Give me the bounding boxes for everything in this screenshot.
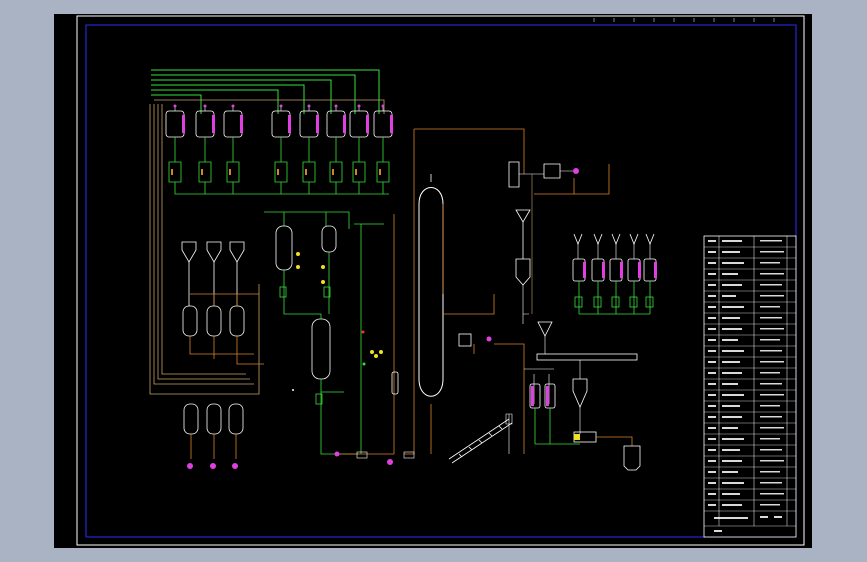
side-equipment (334, 333, 492, 465)
pump-icon (573, 168, 579, 174)
frame-ticks (593, 18, 775, 22)
tank-icon (195, 104, 215, 138)
lower-right-unit (505, 360, 641, 471)
storage-links (189, 293, 264, 459)
pump-icon (232, 463, 238, 469)
title-block (703, 235, 797, 538)
tank-icon (326, 104, 346, 138)
pump-icon (187, 463, 193, 469)
process-flow-diagram (76, 15, 805, 546)
hopper-icon (515, 209, 531, 223)
tank-icon (228, 403, 244, 435)
tank-icon (223, 104, 243, 138)
inner-border (85, 24, 797, 538)
column-lines (334, 128, 525, 455)
tank-icon (271, 104, 291, 138)
outer-frame (76, 15, 805, 546)
filter-row (168, 137, 390, 195)
drawing-sheet (54, 14, 812, 548)
reactor-row-top (165, 104, 393, 138)
tank-icon (349, 104, 369, 138)
distillation-column-icon (418, 174, 444, 397)
screw-conveyor (448, 418, 513, 464)
storage-left (181, 241, 245, 435)
tank-icon (373, 104, 393, 138)
tank-icon (206, 403, 222, 435)
tank-icon (206, 305, 222, 337)
column-green (354, 223, 384, 454)
pump-icon (210, 463, 216, 469)
filter-markers (171, 169, 381, 175)
pump-icon (334, 451, 340, 457)
instrument-markers (292, 330, 366, 391)
hopper-icon (229, 241, 245, 263)
hopper-icon (206, 241, 222, 263)
right-reactor-bank (572, 233, 657, 315)
hopper-icon (572, 378, 588, 408)
pump-icon (387, 459, 393, 465)
bottom-pumps-left (187, 463, 238, 469)
tank-icon (299, 104, 319, 138)
tank-icon (182, 305, 198, 337)
middle-reactors (264, 211, 359, 455)
green-feed-lines (151, 69, 380, 114)
tank-icon (275, 225, 293, 271)
tan-feed-lines (149, 99, 385, 395)
pump-icon (486, 336, 492, 342)
tank-icon (229, 305, 245, 337)
hopper-icon (537, 321, 553, 337)
hopper-icon (181, 241, 197, 263)
tank-icon (321, 225, 337, 253)
upper-right-unit (508, 161, 638, 361)
tank-icon (165, 104, 185, 138)
tank-icon (311, 318, 331, 380)
tank-icon (183, 403, 199, 435)
